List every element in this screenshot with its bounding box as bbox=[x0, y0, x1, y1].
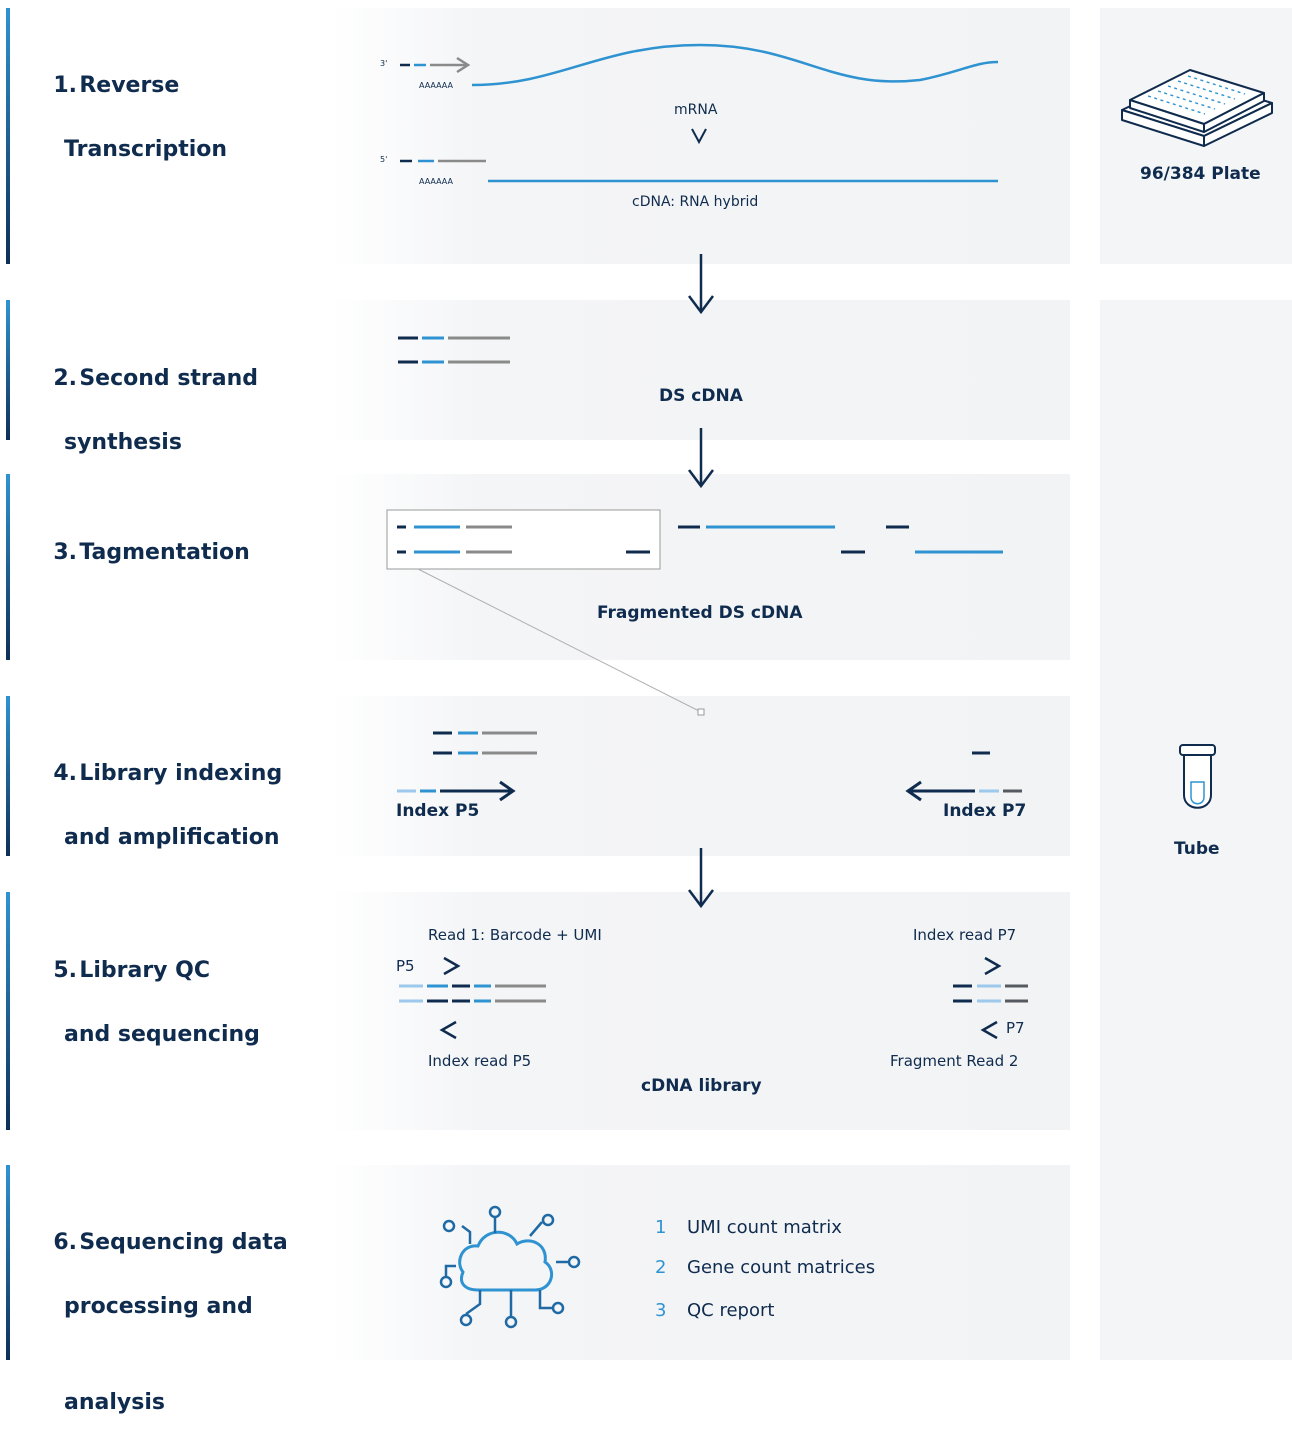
p5-label: P5 bbox=[396, 957, 415, 975]
fragment-read2-label: Fragment Read 2 bbox=[890, 1052, 1019, 1070]
panel-second-strand bbox=[330, 300, 1070, 440]
step-title-4: 4.Library indexing and amplification bbox=[53, 761, 283, 850]
plate-icon bbox=[1121, 69, 1273, 147]
step-bar-3 bbox=[6, 474, 10, 660]
read1-label: Read 1: Barcode + UMI bbox=[428, 926, 602, 944]
panel-reverse-transcription bbox=[330, 8, 1070, 264]
fragmented-label: Fragmented DS cDNA bbox=[597, 603, 803, 623]
mrna-wave bbox=[471, 43, 999, 87]
tube-icon bbox=[1179, 744, 1216, 809]
step-arrows bbox=[688, 254, 714, 909]
p7-label: P7 bbox=[1006, 1019, 1025, 1037]
step-title-5: 5.Library QC and sequencing bbox=[53, 958, 260, 1047]
cloud-network-icon bbox=[439, 1205, 581, 1329]
index-p7-label: Index P7 bbox=[943, 801, 1027, 821]
step-title-3: 3.Tagmentation bbox=[53, 540, 250, 565]
polya-top-label: AAAAAA bbox=[419, 81, 453, 90]
side-panel-tube bbox=[1100, 300, 1292, 1360]
step-bar-5 bbox=[6, 892, 10, 1130]
three-prime-label: 3' bbox=[380, 59, 388, 68]
step-bar-2 bbox=[6, 300, 10, 440]
mrna-label: mRNA bbox=[674, 102, 718, 118]
step-title-1: 1.Reverse Transcription bbox=[53, 73, 228, 162]
library-qc-graphic bbox=[399, 956, 1028, 1040]
five-prime-label: 5' bbox=[380, 155, 388, 164]
step-bar-1 bbox=[6, 8, 10, 264]
plate-label: 96/384 Plate bbox=[1140, 164, 1261, 184]
zoom-callout-line bbox=[417, 568, 702, 713]
workflow-diagram bbox=[386, 43, 1273, 1329]
index-p5-label: Index P5 bbox=[396, 801, 480, 821]
library-indexing-graphic bbox=[397, 731, 1022, 802]
hybrid-label: cDNA: RNA hybrid bbox=[632, 194, 759, 210]
zoom-box bbox=[386, 509, 661, 570]
index-read-p7-label: Index read P7 bbox=[913, 926, 1017, 944]
step-title-2: 2.Second strand synthesis bbox=[53, 366, 259, 455]
ds-cdna-label: DS cDNA bbox=[659, 386, 743, 406]
index-read-p5-label: Index read P5 bbox=[428, 1052, 532, 1070]
step-bar-4 bbox=[6, 696, 10, 856]
panel-library-qc bbox=[330, 892, 1070, 1130]
fragments-graphic bbox=[397, 525, 1003, 554]
panel-library-indexing bbox=[330, 696, 1070, 856]
step-bar-6 bbox=[6, 1165, 10, 1360]
panel-data-processing bbox=[330, 1165, 1070, 1360]
tube-label: Tube bbox=[1174, 839, 1220, 859]
ds-cdna-graphic bbox=[398, 336, 1003, 364]
polya-bottom-label: AAAAAA bbox=[419, 177, 453, 186]
rt-graphic bbox=[400, 43, 999, 183]
cdna-library-label: cDNA library bbox=[641, 1076, 762, 1096]
